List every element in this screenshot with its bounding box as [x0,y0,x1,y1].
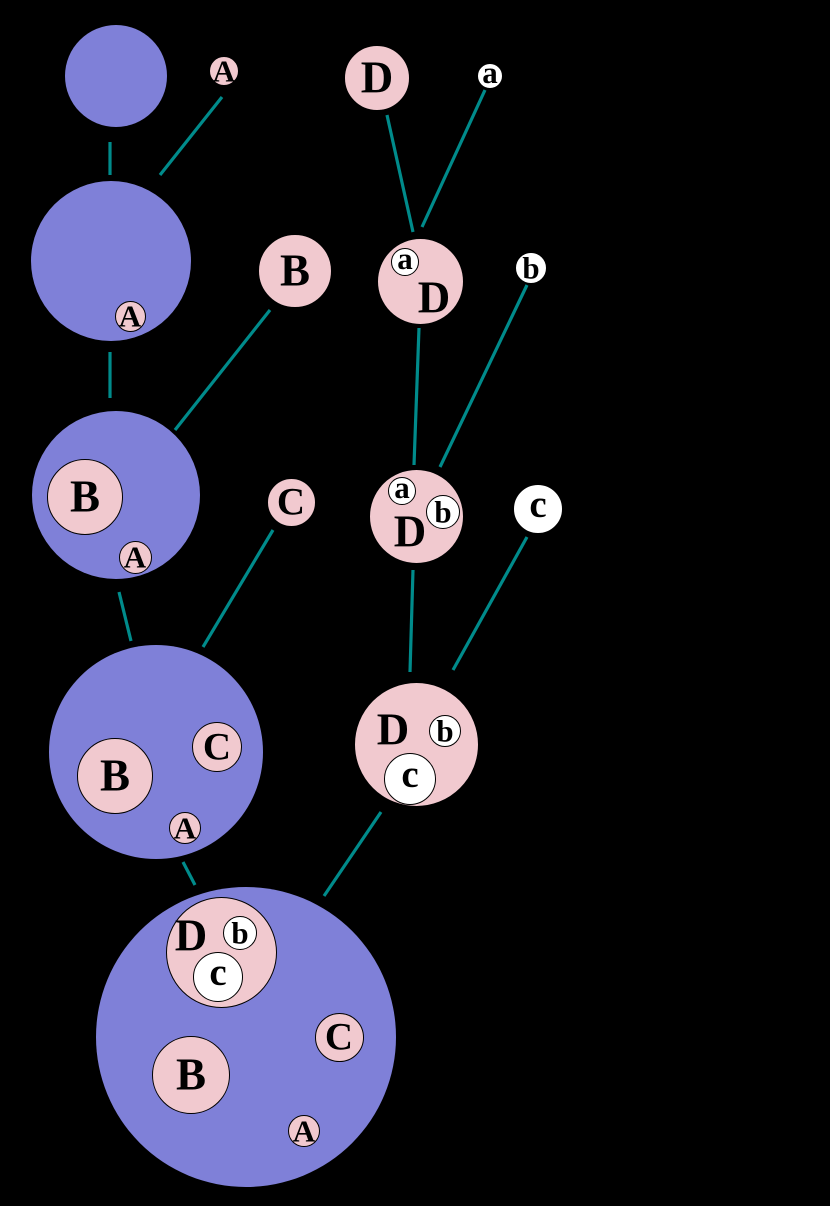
node-label-obj-A-1: A [212,53,236,89]
node-label-obj-D-5: D [174,910,208,961]
value-circle-val-a-1 [477,63,503,89]
node-label-val-b-4: b [231,915,249,951]
node-label-val-c-2: c [401,753,419,797]
node-label-obj-D-1: D [360,52,394,103]
value-circle-val-a-3 [388,477,416,505]
node-label-val-c-1: c [529,483,547,527]
object-circle-obj-C-3 [314,1012,364,1062]
edge-obj-B-1-to-set-3 [173,309,272,431]
value-circle-val-a-2 [391,248,419,276]
object-circle-obj-B-4 [152,1036,230,1114]
node-label-obj-A-3: A [123,539,147,575]
set-circle-set-1 [65,25,167,127]
edge-val-b-1-to-obj-D-3 [438,284,529,468]
node-label-obj-A-5: A [292,1113,316,1149]
value-circle-val-c-1 [513,484,563,534]
node-label-obj-D-3: D [393,506,427,557]
object-circle-obj-A-2 [114,300,146,332]
edge-obj-D-4-to-set-5 [322,811,383,897]
node-label-obj-A-4: A [173,810,197,846]
edge-obj-D-3-to-obj-D-4 [408,569,415,673]
node-label-val-a-3: a [394,470,410,506]
node-label-obj-D-2: D [417,272,451,323]
object-circle-obj-B-3 [77,738,153,814]
value-circle-val-c-3 [193,952,243,1002]
value-circle-val-b-4 [223,916,257,950]
object-circle-obj-B-1 [258,234,332,308]
value-circle-val-b-3 [429,715,461,747]
set-circle-set-2 [31,181,191,341]
node-label-obj-C-3: C [324,1015,354,1059]
object-circle-obj-B-2 [47,459,123,535]
object-circle-obj-C-2 [192,722,242,772]
node-label-val-b-2: b [434,494,452,530]
edge-val-a-1-to-obj-D-2 [420,89,487,228]
value-circle-val-b-2 [426,495,460,529]
node-label-val-a-2: a [397,241,413,277]
object-circle-obj-D-2 [376,237,464,325]
value-circle-val-b-1 [515,252,547,284]
node-label-val-b-1: b [522,250,540,286]
node-label-obj-C-2: C [202,725,232,769]
node-label-obj-C-1: C [276,480,306,524]
edge-val-c-1-to-obj-D-4 [451,536,529,671]
object-circle-obj-D-1 [344,45,410,111]
object-circle-obj-A-1 [209,56,239,86]
edge-set-4-to-set-5 [181,861,197,886]
node-label-val-a-1: a [482,55,498,91]
edge-obj-A-1-to-set-2 [158,96,224,176]
edge-obj-D-2-to-obj-D-3 [412,327,421,466]
node-label-obj-B-4: B [175,1049,207,1100]
edge-obj-D-1-to-obj-D-2 [385,114,415,233]
node-label-obj-B-2: B [69,471,101,522]
object-circle-obj-A-5 [288,1115,320,1147]
edge-set-3-to-set-4 [117,591,133,642]
object-circle-obj-A-4 [169,812,201,844]
node-label-obj-A-2: A [118,298,142,334]
object-circle-obj-D-4 [353,681,479,807]
node-label-val-c-3: c [209,951,227,995]
edge-obj-C-1-to-set-4 [201,529,275,648]
node-label-obj-D-4: D [376,704,410,755]
node-label-obj-B-1: B [279,245,311,296]
object-circle-obj-C-1 [266,477,316,527]
node-label-val-b-3: b [436,713,454,749]
node-label-obj-B-3: B [99,750,131,801]
value-circle-val-c-2 [384,753,436,805]
object-circle-obj-A-3 [118,540,152,574]
